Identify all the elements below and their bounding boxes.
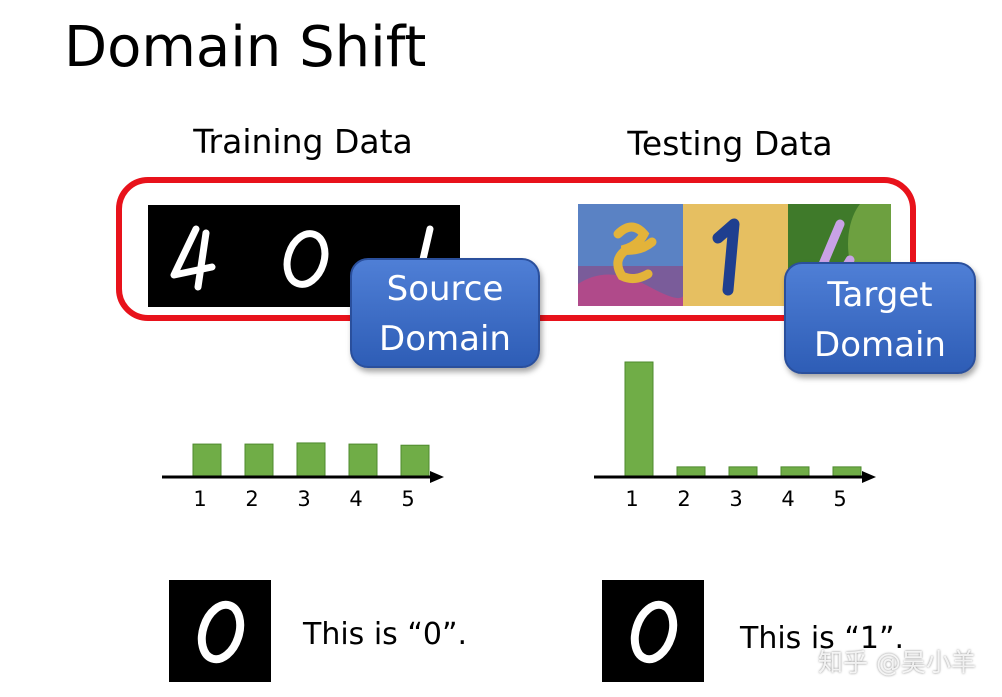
- target-tick-4: 4: [781, 487, 795, 511]
- source-tick-3: 3: [297, 487, 311, 511]
- source-tick-5: 5: [401, 487, 415, 511]
- testing-data-label: Testing Data: [627, 124, 833, 163]
- target-bar-5: [832, 466, 862, 477]
- source-domain-line2: Domain: [379, 319, 511, 359]
- target-bar-2: [676, 466, 706, 477]
- source-example-image: [169, 580, 271, 682]
- target-domain-line2: Domain: [814, 325, 946, 365]
- source-bar-2: [244, 443, 274, 477]
- target-tick-3: 3: [729, 487, 743, 511]
- watermark: 知乎 @吴小羊: [818, 648, 976, 677]
- source-axis-arrow: [430, 471, 444, 483]
- zero-digit-graphic: [197, 600, 245, 664]
- target-axis-arrow: [862, 471, 876, 483]
- target-histogram: [594, 361, 876, 483]
- training-data-label: Training Data: [193, 122, 413, 161]
- zero-digit-graphic-2: [630, 600, 678, 664]
- target-example-image: [602, 580, 704, 682]
- source-tick-1: 1: [193, 487, 207, 511]
- target-caption: This is “1”.: [740, 621, 905, 656]
- source-tick-4: 4: [349, 487, 363, 511]
- target-bar-3: [728, 466, 758, 477]
- target-tick-5: 5: [833, 487, 847, 511]
- target-domain-line1: Target: [827, 275, 933, 315]
- source-domain-callout: Source Domain: [350, 258, 540, 368]
- source-bar-5: [400, 444, 430, 477]
- target-domain-callout: Target Domain: [784, 262, 976, 374]
- source-domain-line1: Source: [386, 269, 504, 309]
- page-title: Domain Shift: [64, 15, 427, 80]
- target-bar-1: [624, 361, 654, 477]
- source-tick-2: 2: [245, 487, 259, 511]
- source-histogram: [162, 442, 444, 483]
- target-tick-2: 2: [677, 487, 691, 511]
- source-bar-4: [348, 443, 378, 477]
- source-caption: This is “0”.: [303, 617, 468, 652]
- target-tick-1: 1: [625, 487, 639, 511]
- source-bar-1: [192, 443, 222, 477]
- source-bar-3: [296, 442, 326, 477]
- target-bar-4: [780, 466, 810, 477]
